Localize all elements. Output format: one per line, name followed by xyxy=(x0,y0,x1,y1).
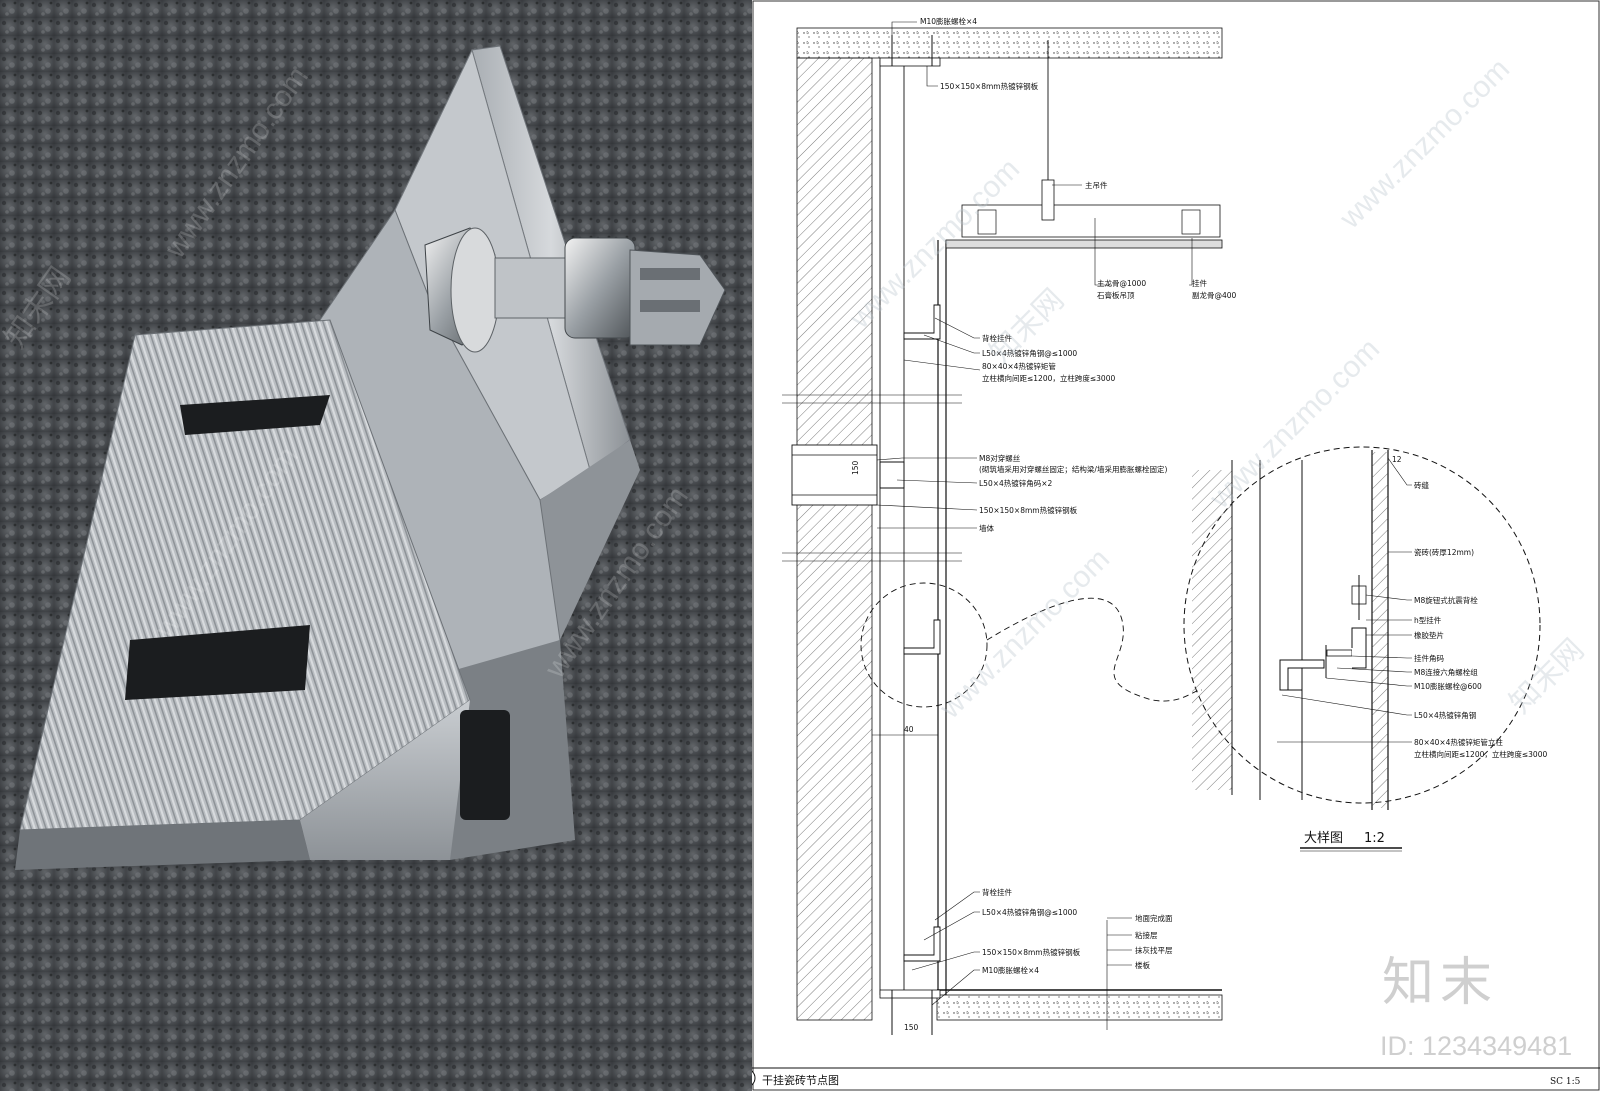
dry-hang-tile-node-drawing: 150 150 40 xyxy=(736,0,1600,1091)
label-angle-code: L50×4热镀锌角码×2 xyxy=(979,478,1053,488)
detail-enlargement xyxy=(1192,450,1389,810)
label-plate-top: 150×150×8mm热镀锌钢板 xyxy=(940,81,1039,91)
dim-40: 40 xyxy=(904,725,914,734)
label-bond-layer: 粘接层 xyxy=(1135,930,1158,940)
detail-title: 大样图 xyxy=(1304,831,1343,846)
label-back-bolt-1: 背栓挂件 xyxy=(982,333,1012,343)
label-angle-2: L50×4热镀锌角钢@≤1000 xyxy=(982,907,1077,917)
label-tube-1: 80×40×4热镀锌矩管 xyxy=(982,361,1056,371)
detail-label-tube: 80×40×4热镀锌矩管立柱 xyxy=(1414,737,1503,747)
label-plate-mid: 150×150×8mm热镀锌钢板 xyxy=(979,505,1078,515)
label-m8-note: (砌筑墙采用对穿螺丝固定；结构梁/墙采用膨胀螺栓固定) xyxy=(979,464,1167,474)
drawing-watermark-3: www.znzmo.com xyxy=(1203,332,1386,515)
label-tube-1b: 立柱横向间距≤1200，立柱跨度≤3000 xyxy=(982,373,1115,383)
label-plaster-layer: 抹灰找平层 xyxy=(1135,945,1173,955)
brand-name: 知末 xyxy=(1382,953,1498,1013)
dim-12: 12 xyxy=(1392,455,1402,464)
label-hanger: 挂件 xyxy=(1192,278,1208,288)
dim-150-b: 150 xyxy=(904,1023,919,1032)
detail-label-tube-b: 立柱横向间距≤1200，立柱跨度≤3000 xyxy=(1414,749,1547,759)
label-m8-through: M8对穿螺丝 xyxy=(979,453,1021,463)
detail-label-joint: 砖缝 xyxy=(1414,480,1430,490)
label-main-hanger: 主吊件 xyxy=(1085,180,1108,190)
drawing-watermark-cn-2: 知末网 xyxy=(1504,633,1591,720)
drawing-watermark-2: www.znzmo.com xyxy=(933,542,1116,725)
drawing-scale: SC 1:5 xyxy=(1550,1077,1581,1087)
label-wall: 墙体 xyxy=(979,523,994,533)
label-gypsum-ceiling: 石膏板吊顶 xyxy=(1097,290,1135,300)
label-angle-1: L50×4热镀锌角钢@≤1000 xyxy=(982,348,1077,358)
detail-label-m10-bolt: M10膨胀螺栓@600 xyxy=(1414,681,1482,691)
product-photo: www.znzmo.com www.znzmo.com www.znzmo.co… xyxy=(0,0,752,1091)
label-floor-finish: 地面完成面 xyxy=(1135,913,1173,923)
dim-150-a: 150 xyxy=(851,460,860,475)
label-m10-bot: M10膨胀螺栓×4 xyxy=(982,965,1039,975)
drawing-watermark-4: www.znzmo.com xyxy=(1333,52,1516,235)
label-main-keel: 主龙骨@1000 xyxy=(1097,278,1146,288)
detail-scale: 1:2 xyxy=(1364,831,1385,846)
label-sub-keel: 副龙骨@400 xyxy=(1192,290,1237,300)
brand-id: ID: 1234349481 xyxy=(1380,1031,1572,1061)
detail-label-rubber: 橡胶垫片 xyxy=(1414,630,1444,640)
label-floor-slab: 楼板 xyxy=(1135,960,1151,970)
label-plate-bot: 150×150×8mm热镀锌钢板 xyxy=(982,947,1081,957)
detail-label-tile: 瓷砖(砖厚12mm) xyxy=(1414,547,1474,557)
detail-label-hanger-angle: 挂件角码 xyxy=(1414,653,1444,663)
drawing-title: 干挂瓷砖节点图 xyxy=(762,1073,839,1087)
detail-label-angle: L50×4热镀锌角钢 xyxy=(1414,710,1476,720)
detail-label-m8-bolt: M8旋钮式抗震背栓 xyxy=(1414,595,1478,605)
label-back-bolt-2: 背栓挂件 xyxy=(982,887,1012,897)
cad-drawing: 150 150 40 xyxy=(736,0,1600,1091)
label-m10-top: M10膨胀螺栓×4 xyxy=(920,16,977,26)
detail-label-m8-hex: M8连接六角螺栓组 xyxy=(1414,667,1478,677)
aluminum-bracket-photo: www.znzmo.com www.znzmo.com www.znzmo.co… xyxy=(0,0,752,1091)
detail-label-h-hanger: h型挂件 xyxy=(1414,615,1442,625)
